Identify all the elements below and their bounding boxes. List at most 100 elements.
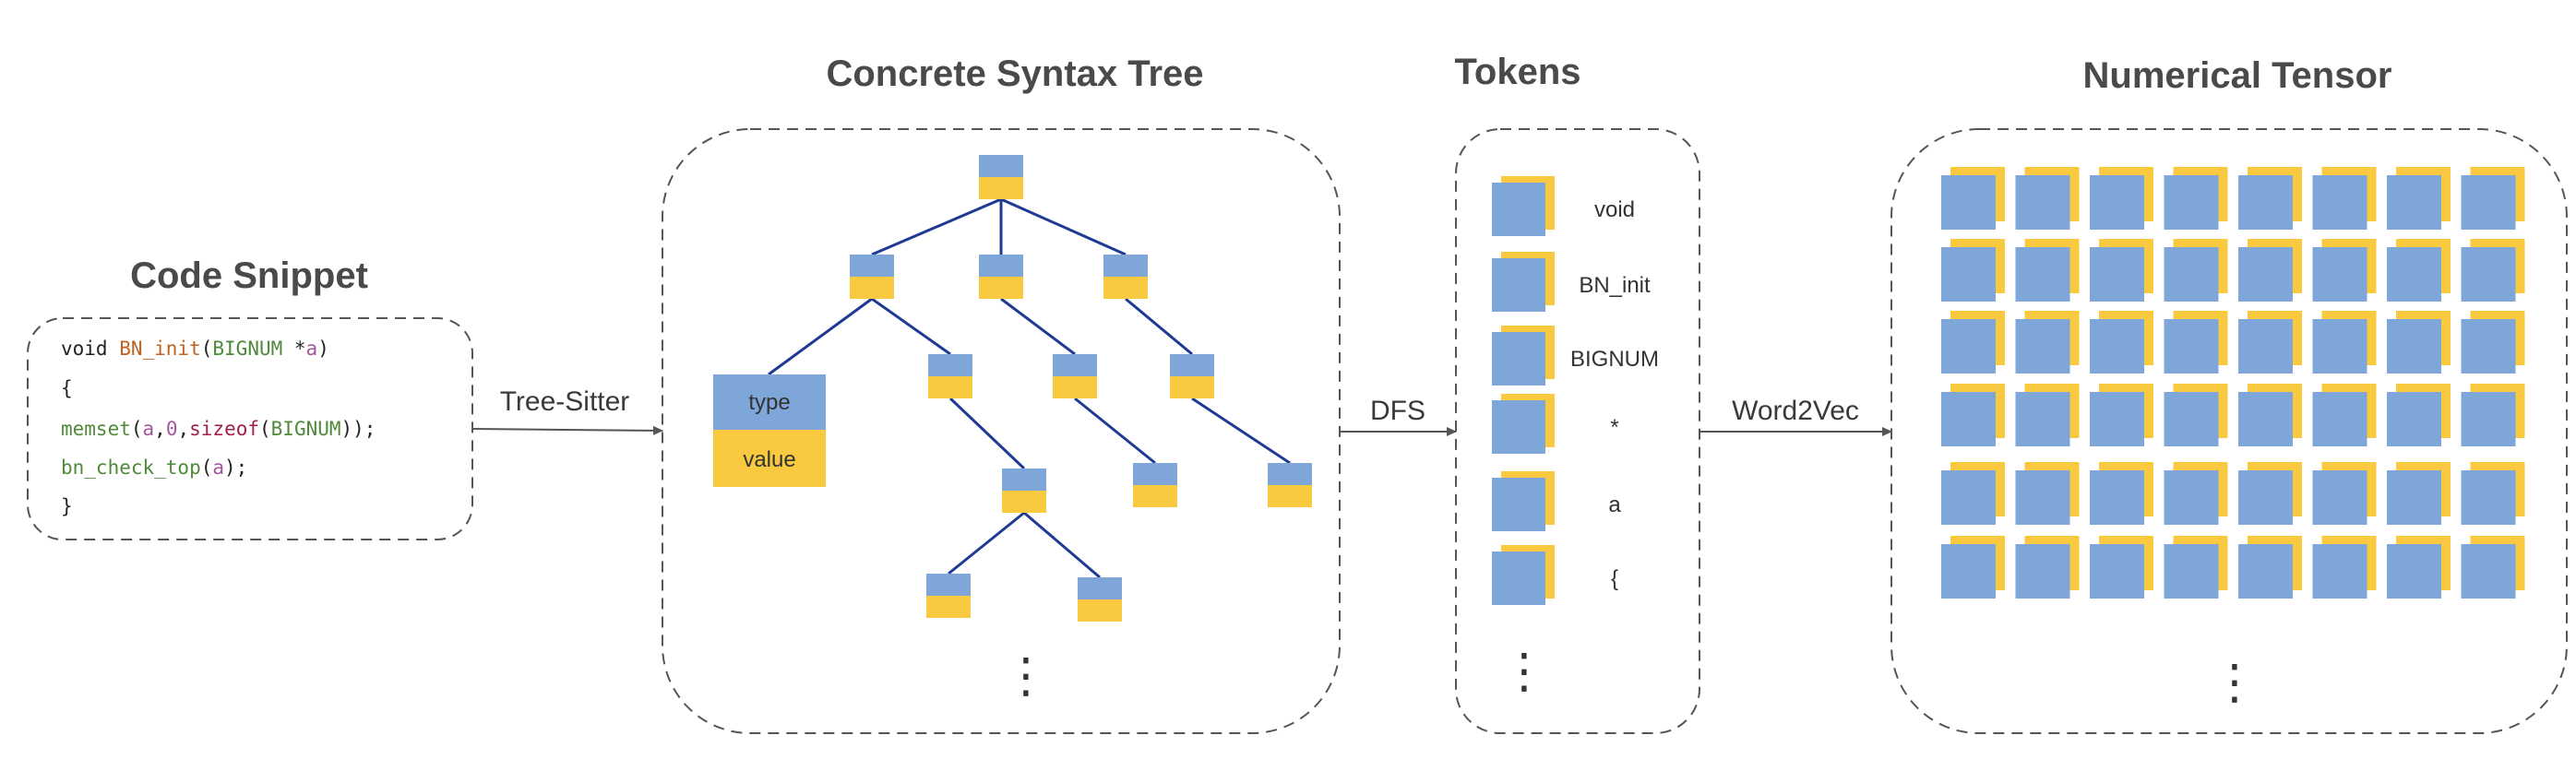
- node-type-block: [979, 255, 1023, 277]
- tree-node: [850, 255, 894, 299]
- tensor-cell-front: [2015, 544, 2070, 599]
- code-line: memset(a,0,sizeof(BIGNUM));: [61, 418, 376, 440]
- legend-type-label: type: [748, 390, 790, 415]
- tensor-cell-front: [2461, 544, 2516, 599]
- tensor-cell-front: [2238, 544, 2293, 599]
- tensor-cell-front: [1941, 544, 1996, 599]
- tensor-cell: [2090, 311, 2153, 374]
- code-token: );: [224, 457, 247, 479]
- node-type-block: [1170, 354, 1214, 376]
- node-type-block: [979, 155, 1023, 177]
- tensor-cell-front: [2312, 247, 2367, 302]
- cst-title: Concrete Syntax Tree: [826, 53, 1203, 94]
- code-token: a: [306, 338, 318, 360]
- tensor-cell: [2015, 462, 2080, 525]
- tree-node: [1133, 463, 1177, 507]
- node-value-block: [1078, 599, 1122, 622]
- tensor-cell-front: [2015, 247, 2070, 302]
- token-item: BIGNUM: [1492, 326, 1659, 386]
- tensor-cell: [2090, 167, 2153, 230]
- tensor-cell-front: [2387, 319, 2441, 374]
- code-token: ,: [177, 418, 189, 440]
- tensor-cell-front: [2387, 392, 2441, 446]
- tree-edge: [1191, 397, 1291, 465]
- tree-edge: [948, 397, 1026, 470]
- tensor-cell: [2015, 239, 2080, 302]
- tensor-cell-front: [2387, 544, 2441, 599]
- node-type-block: [1103, 255, 1148, 277]
- tensor-cell-front: [2164, 544, 2219, 599]
- tensor-cell-front: [2312, 544, 2367, 599]
- code-line: bn_check_top(a);: [61, 457, 247, 479]
- tree-edge: [871, 197, 1002, 256]
- legend-value-block: [713, 430, 826, 487]
- code-token: BIGNUM: [212, 338, 282, 360]
- node-value-block: [1103, 277, 1148, 299]
- node-value-block: [928, 376, 972, 398]
- code-snippet-title: Code Snippet: [130, 255, 368, 296]
- tensor-cell: [2387, 462, 2451, 525]
- tensor-cell: [2238, 384, 2302, 446]
- tensor-cell-front: [1941, 392, 1996, 446]
- code-line: }: [61, 495, 73, 517]
- token-label: void: [1594, 197, 1635, 222]
- tensor-cell: [2312, 462, 2377, 525]
- tensor-cell: [1941, 167, 2005, 230]
- tree-node: [926, 574, 971, 618]
- tensor-cell: [2387, 536, 2451, 599]
- tensor-cell: [2164, 384, 2228, 446]
- tensor-cell-front: [2238, 470, 2293, 525]
- tensor-cell-front: [2387, 175, 2441, 230]
- tensor-cell-front: [2461, 392, 2516, 446]
- tensor-cell: [2164, 536, 2228, 599]
- token-embedding-front: [1492, 258, 1545, 312]
- cst-ellipsis: ⋮: [1002, 649, 1050, 703]
- tensor-cell-front: [1941, 247, 1996, 302]
- node-value-block: [926, 596, 971, 618]
- tensor-cell-front: [2238, 247, 2293, 302]
- token-item: {: [1492, 545, 1618, 605]
- tensor-cell-front: [2461, 470, 2516, 525]
- code-token: ));: [341, 418, 376, 440]
- tree-node: [979, 255, 1023, 299]
- tensor-cell-front: [2238, 175, 2293, 230]
- token-embedding-front: [1492, 552, 1545, 605]
- tensor-cell: [2312, 384, 2377, 446]
- code-token: BIGNUM: [271, 418, 341, 440]
- code-token: bn_check_top: [61, 457, 201, 479]
- token-embedding-front: [1492, 183, 1545, 236]
- token-label: BN_init: [1579, 273, 1651, 298]
- tensor-cell: [2312, 167, 2377, 230]
- tensor-cell-front: [2312, 319, 2367, 374]
- code-token: a: [212, 457, 224, 479]
- tree-node: [1170, 354, 1214, 398]
- tree-edge: [1125, 297, 1193, 356]
- token-item: a: [1492, 471, 1621, 531]
- tensor-cell: [2164, 311, 2228, 374]
- tensor-cell-front: [2090, 247, 2144, 302]
- tensor-cell: [2238, 239, 2302, 302]
- token-embedding-front: [1492, 400, 1545, 454]
- tensor-cell-front: [2387, 470, 2441, 525]
- tensor-cell-front: [2387, 247, 2441, 302]
- tree-node-legend: type value: [713, 374, 826, 487]
- tree-edge: [871, 297, 951, 356]
- tensor-cell-front: [2461, 319, 2516, 374]
- tensor-cell-front: [2164, 392, 2219, 446]
- tree-node: [928, 354, 972, 398]
- node-type-block: [1002, 469, 1046, 491]
- tensor-cell-front: [2090, 392, 2144, 446]
- code-lines: void BN_init(BIGNUM *a){ memset(a,0,size…: [61, 338, 376, 517]
- legend-value-label: value: [743, 447, 795, 472]
- node-value-block: [1053, 376, 1097, 398]
- tokens-ellipsis: ⋮: [1500, 645, 1548, 698]
- tensor-cell-front: [2090, 319, 2144, 374]
- code-token: {: [61, 377, 73, 399]
- tensor-cell: [2164, 462, 2228, 525]
- tensor-cell: [2461, 384, 2525, 446]
- tree-node: [1078, 577, 1122, 622]
- node-type-block: [928, 354, 972, 376]
- tree-edge: [948, 511, 1025, 575]
- tensor-cell: [1941, 311, 2005, 374]
